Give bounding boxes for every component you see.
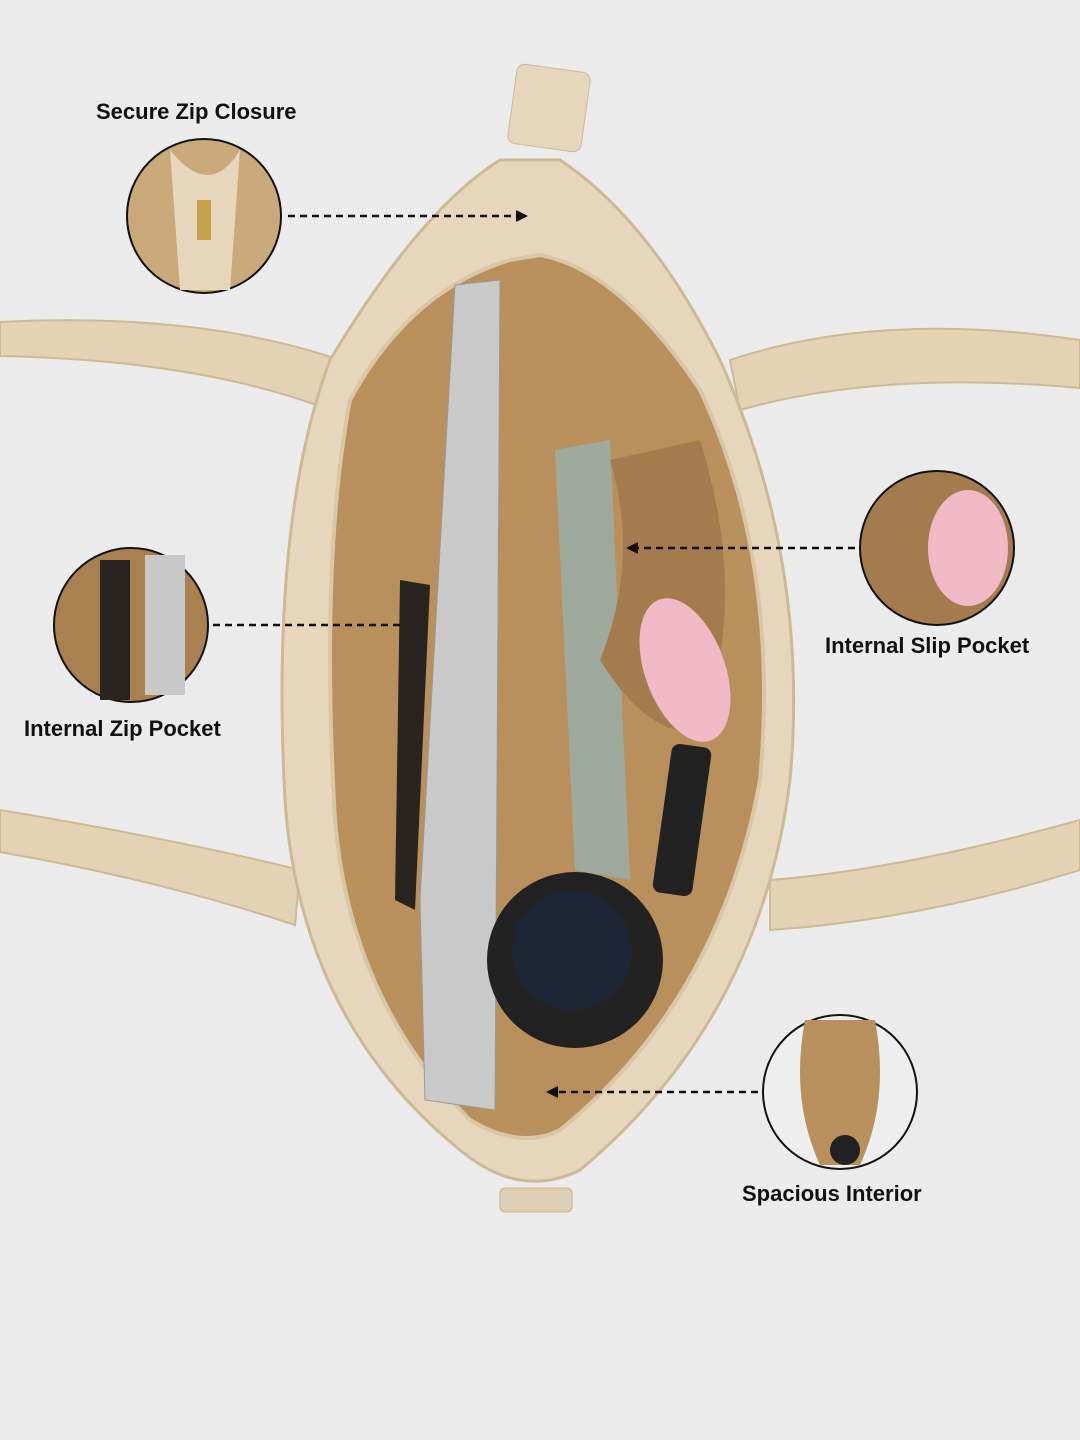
internal-zip-pocket [395,580,430,910]
bag-handles [0,319,1080,932]
folder [555,440,630,880]
arrowhead-icon [516,210,528,222]
laptop [419,279,501,1111]
zip-pull-tab [507,63,591,153]
pink-case [639,598,731,742]
bottom-clip [499,1187,573,1213]
bottle-cap [512,890,632,1010]
callout-circle-zip-closure [126,138,282,294]
callout-circle-interior [762,1014,918,1170]
callout-circle-zip-pocket [53,547,209,703]
callout-label-slip-pocket: Internal Slip Pocket [825,633,1030,658]
callout-label-zip-closure: Secure Zip Closure [96,99,297,124]
phone [652,743,712,897]
callout-label-zip-pocket: Internal Zip Pocket [24,716,221,741]
callout-label-interior: Spacious Interior [742,1181,922,1206]
arrowhead-icon [546,1086,558,1098]
arrowhead-icon [626,542,638,554]
callout-circle-slip-pocket [859,470,1015,626]
